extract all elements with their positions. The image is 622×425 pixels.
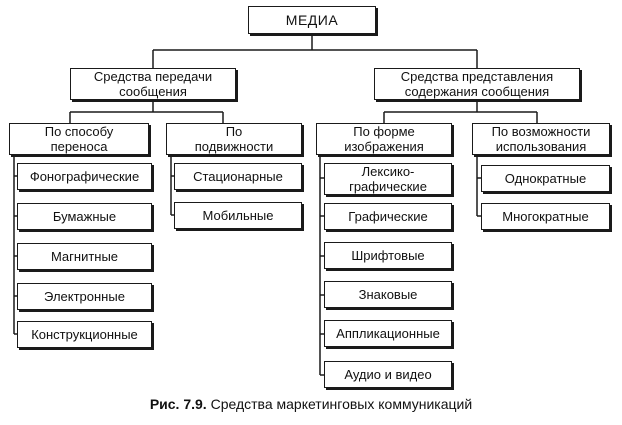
leaf-label: Многократные	[502, 209, 589, 224]
leaf-label: Аппликационные	[336, 326, 440, 341]
leaf-label: Графические	[348, 209, 428, 224]
leaf-stationary: Стационарные	[174, 163, 302, 190]
by-carrier-label: По способу переноса	[44, 124, 114, 154]
leaf-label: Мобильные	[202, 208, 274, 223]
leaf-reusable: Многократные	[481, 203, 610, 230]
by-usage-label: По возможности использования	[491, 124, 591, 154]
figure-caption: Рис. 7.9. Средства маркетинговых коммуни…	[0, 396, 622, 412]
leaf-paper: Бумажные	[17, 203, 152, 230]
leaf-label: Однократные	[504, 171, 587, 186]
leaf-magnetic: Магнитные	[17, 243, 152, 270]
transfer-means-node: Средства передачи сообщения	[70, 68, 236, 100]
by-mobility-label: По подвижности	[194, 124, 274, 154]
leaf-label: Знаковые	[358, 287, 418, 302]
figure-caption-text: Средства маркетинговых коммуникаций	[206, 396, 473, 412]
presentation-means-label: Средства представления содержания сообще…	[400, 69, 554, 99]
leaf-mobile: Мобильные	[174, 202, 302, 229]
leaf-applique: Аппликационные	[324, 320, 452, 347]
leaf-font: Шрифтовые	[324, 242, 452, 269]
figure-number: Рис. 7.9.	[149, 396, 207, 412]
leaf-label: Фонографические	[29, 169, 140, 184]
media-root-label: МЕДИА	[285, 11, 339, 28]
leaf-label: Электронные	[44, 289, 125, 304]
leaf-label: Лексико- графические	[349, 164, 427, 194]
transfer-means-label: Средства передачи сообщения	[93, 69, 213, 99]
by-usage-node: По возможности использования	[472, 123, 610, 155]
by-form-label: По форме изображения	[344, 124, 424, 154]
leaf-label: Конструкционные	[31, 327, 138, 342]
by-form-node: По форме изображения	[316, 123, 452, 155]
leaf-single-use: Однократные	[481, 165, 610, 192]
leaf-audio-video: Аудио и видео	[324, 361, 452, 388]
leaf-label: Бумажные	[52, 209, 117, 224]
leaf-lexicographic: Лексико- графические	[324, 163, 452, 195]
leaf-label: Магнитные	[50, 249, 119, 264]
media-root-node: МЕДИА	[248, 6, 376, 34]
leaf-label: Шрифтовые	[351, 248, 425, 263]
leaf-label: Стационарные	[193, 169, 283, 184]
leaf-label: Аудио и видео	[344, 367, 432, 382]
by-carrier-node: По способу переноса	[9, 123, 149, 155]
leaf-sign: Знаковые	[324, 281, 452, 308]
leaf-phonographic: Фонографические	[17, 163, 152, 190]
leaf-graphic: Графические	[324, 203, 452, 230]
leaf-electronic: Электронные	[17, 283, 152, 310]
leaf-constructional: Конструкционные	[17, 321, 152, 348]
by-mobility-node: По подвижности	[166, 123, 302, 155]
presentation-means-node: Средства представления содержания сообще…	[374, 68, 580, 100]
